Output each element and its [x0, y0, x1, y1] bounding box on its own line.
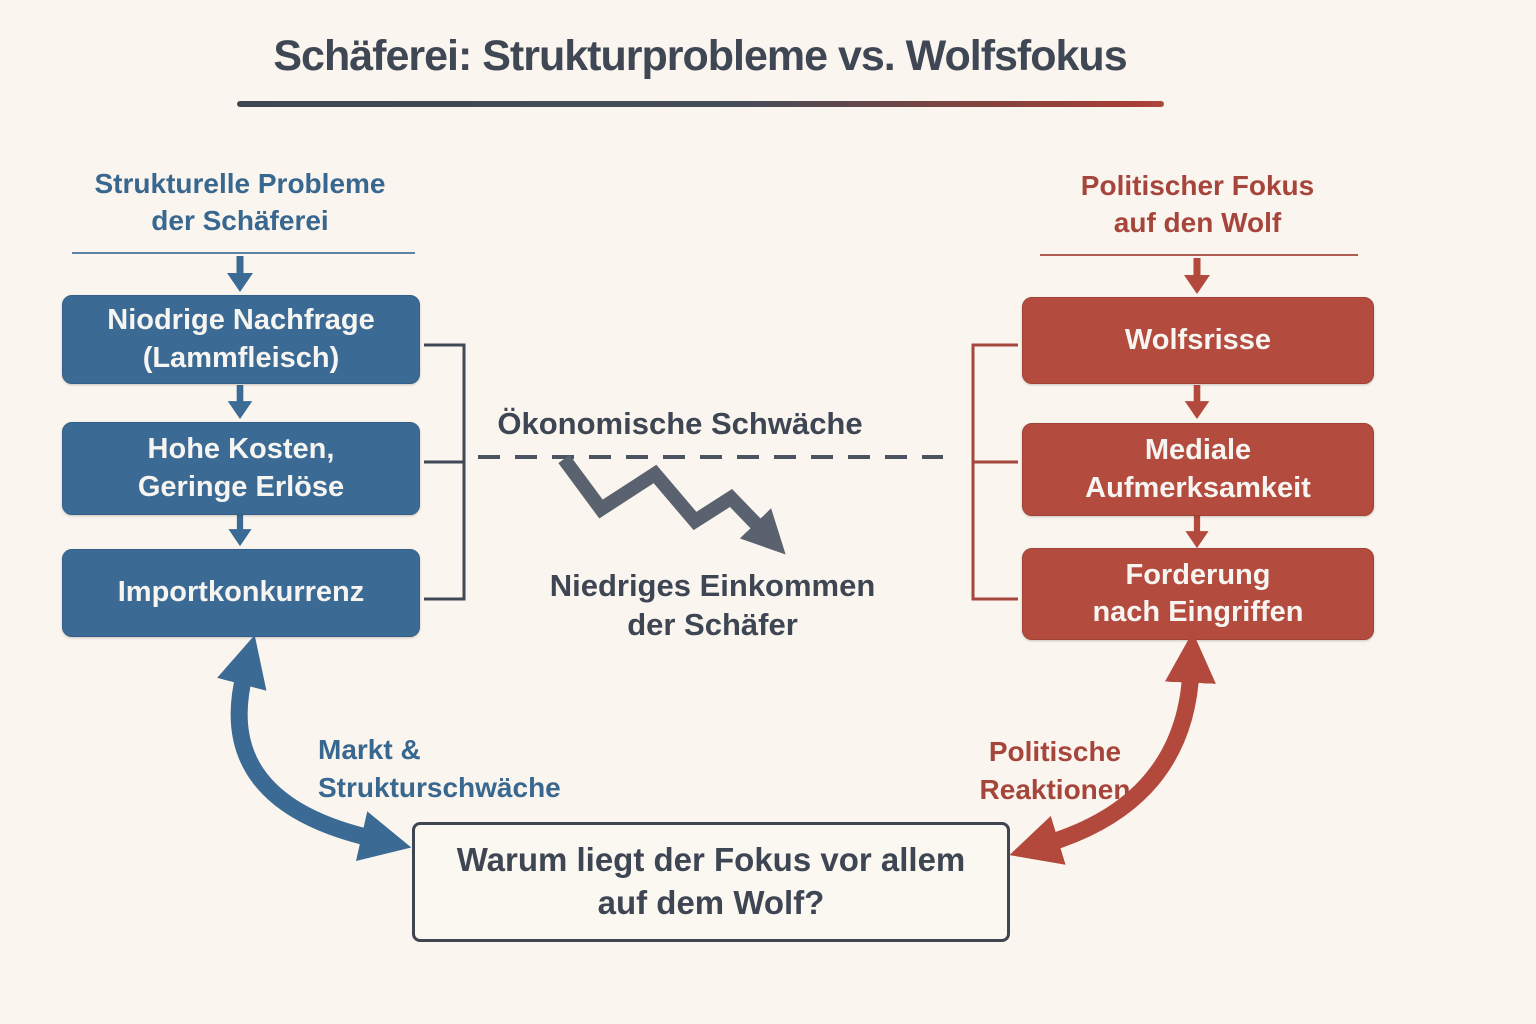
- arrow-head: [1184, 275, 1210, 294]
- low-income-label: Niedriges Einkommen der Schäfer: [549, 568, 876, 642]
- arrow-head: [1185, 531, 1209, 549]
- right-header-rule: [1040, 254, 1358, 256]
- down-arrow-icon: [1184, 258, 1210, 294]
- left-header-rule: [72, 252, 415, 254]
- page-title: Schäferei: Strukturprobleme vs. Wolfsfok…: [273, 32, 1127, 80]
- right-box-demand-intervention-label: Forderung nach Eingriffen: [1092, 558, 1304, 628]
- left-box-low-demand: Niodrige Nachfrage (Lammfleisch): [62, 295, 420, 384]
- right-bracket: [971, 343, 1018, 601]
- title-underline: [237, 101, 1164, 107]
- right-box-wolf-kills-label: Wolfsrisse: [1124, 323, 1272, 356]
- left-box-high-costs-label: Hohe Kosten, Geringe Erlöse: [137, 433, 345, 503]
- left-box-import-competition-label: Importkonkurrenz: [117, 576, 365, 609]
- question-box: Warum liegt der Fokus vor allem auf dem …: [412, 822, 1010, 942]
- left-column-header: Strukturelle Probleme der Schäferei: [94, 168, 386, 236]
- economic-weakness-label: Ökonomische Schwäche: [497, 406, 863, 441]
- market-weakness-cycle-label: Markt & Strukturschwäche: [318, 734, 561, 803]
- down-arrow-icon: [1185, 516, 1209, 549]
- right-box-media-attention: Mediale Aufmerksamkeit: [1022, 423, 1374, 516]
- right-column-header: Politischer Fokus auf den Wolf: [1080, 170, 1315, 238]
- down-arrow-icon: [1184, 385, 1210, 420]
- left-box-import-competition: Importkonkurrenz: [62, 549, 420, 637]
- left-box-low-demand-label: Niodrige Nachfrage (Lammfleisch): [107, 304, 375, 374]
- arrow-head: [227, 273, 253, 292]
- political-reactions-cycle-label: Politische Reaktionen: [979, 736, 1131, 805]
- question-text: Warum liegt der Fokus vor allem auf dem …: [456, 841, 966, 921]
- arrow-head: [227, 401, 253, 420]
- arrow-head: [228, 529, 252, 547]
- zigzag-decline-arrow-icon: [558, 454, 786, 555]
- arrow-head: [1184, 401, 1210, 420]
- right-box-demand-intervention: Forderung nach Eingriffen: [1022, 548, 1374, 640]
- down-arrow-icon: [227, 385, 253, 420]
- left-box-high-costs: Hohe Kosten, Geringe Erlöse: [62, 422, 420, 515]
- down-arrow-icon: [228, 514, 252, 547]
- right-box-wolf-kills: Wolfsrisse: [1022, 297, 1374, 384]
- left-bracket: [424, 343, 466, 601]
- right-box-media-attention-label: Mediale Aufmerksamkeit: [1085, 434, 1311, 504]
- down-arrow-icon: [227, 256, 253, 292]
